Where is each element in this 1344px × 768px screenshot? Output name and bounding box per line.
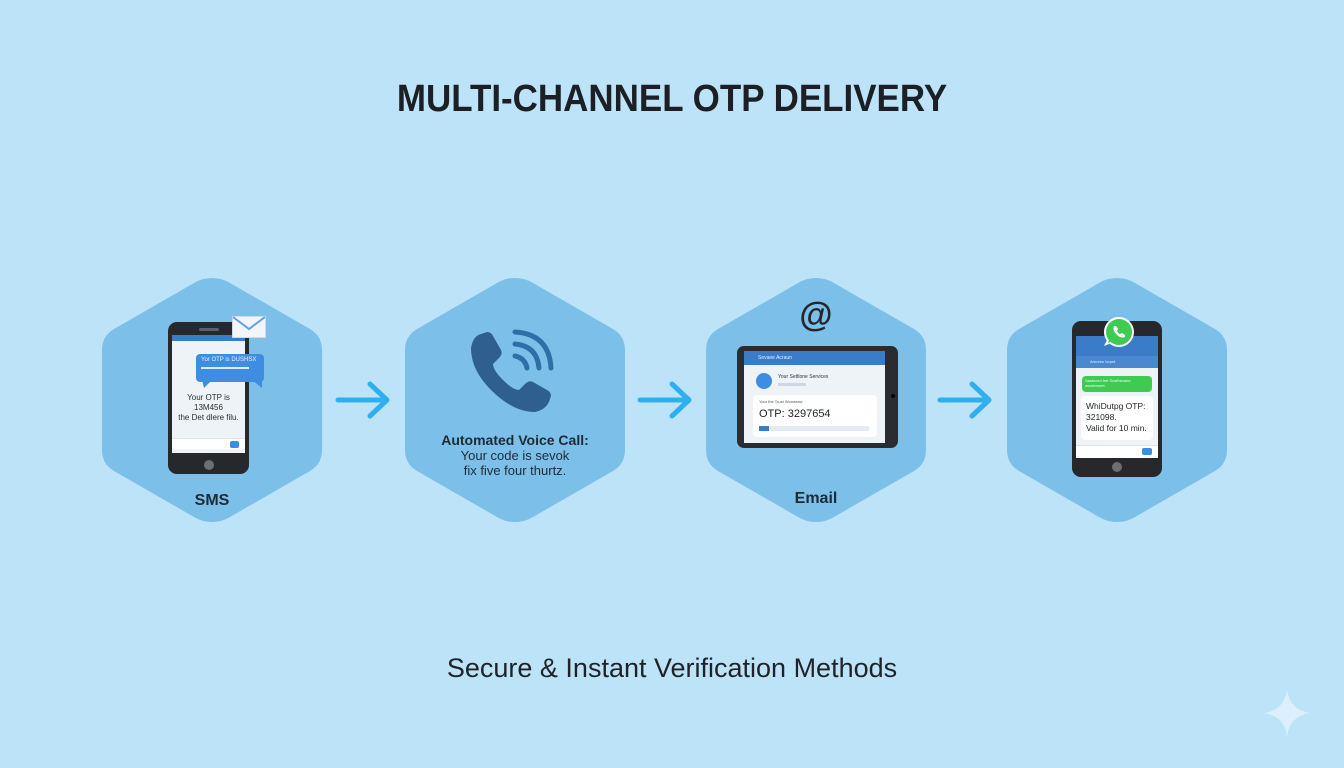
email-header: Sevaee Acraun bbox=[744, 351, 885, 365]
channel-voice: Automated Voice Call: Your code is sevok… bbox=[401, 274, 629, 526]
whatsapp-message-line1: WhiDutpg OTP: bbox=[1086, 401, 1146, 411]
whatsapp-bubble: Sastuced bet Sosfhecane wouterseet bbox=[1082, 376, 1152, 392]
send-button bbox=[230, 441, 239, 448]
message-input bbox=[172, 438, 245, 449]
arrow-right-icon bbox=[335, 381, 390, 419]
sms-bubble: Yor OTP is DUSHSX bbox=[196, 354, 264, 388]
email-sender: Your Settlone Services bbox=[778, 374, 829, 380]
channel-label: Automated Voice Call: bbox=[441, 432, 589, 448]
channel-label: SMS bbox=[194, 492, 230, 509]
voice-message-line2: fix five four thurtz. bbox=[463, 463, 567, 478]
tablet-device: Sevaee Acraun Your Settlone Services You… bbox=[737, 346, 898, 448]
phone-screen: Your OTP is 13M456 the Det dlere filu. bbox=[172, 335, 245, 453]
whatsapp-message-line3: Valid for 10 min. bbox=[1086, 423, 1147, 433]
phone-device: Your OTP is 13M456 the Det dlere filu. bbox=[168, 322, 249, 474]
arrow-right-icon bbox=[637, 381, 692, 419]
whatsapp-message-line2: 321098. bbox=[1086, 412, 1117, 422]
channel-email: @ Sevaee Acraun Your Settlone Services Y… bbox=[702, 274, 930, 526]
otp-card: Your the Trust Wonwraw OTP: 3297654 bbox=[753, 395, 877, 437]
tablet-screen: Sevaee Acraun Your Settlone Services You… bbox=[744, 351, 885, 443]
subtitle: Secure & Instant Verification Methods bbox=[446, 653, 898, 683]
message-input bbox=[1076, 445, 1158, 458]
sms-message-line2: the Det dlere filu. bbox=[178, 413, 239, 422]
channel-whatsapp: Arnoreu lorpst Sastuced bet Sosfhecane w… bbox=[1003, 274, 1231, 526]
envelope-icon bbox=[232, 316, 266, 338]
sender-avatar bbox=[756, 373, 772, 389]
whatsapp-icon bbox=[1104, 317, 1134, 347]
email-otp-code: OTP: 3297654 bbox=[759, 408, 831, 420]
arrow-right-icon bbox=[937, 381, 992, 419]
send-button bbox=[1142, 448, 1152, 455]
phone-call-icon bbox=[471, 329, 554, 412]
chat-header: Arnoreu lorpst bbox=[1076, 356, 1158, 368]
channel-label: Email bbox=[794, 490, 838, 507]
at-sign-icon: @ bbox=[799, 296, 833, 334]
sms-message-line1: Your OTP is 13M456 bbox=[187, 393, 230, 412]
sparkle-icon bbox=[1264, 690, 1310, 736]
voice-message-line1: Your code is sevok bbox=[460, 448, 570, 463]
phone-device: Arnoreu lorpst Sastuced bet Sosfhecane w… bbox=[1072, 321, 1162, 477]
otp-message-card: WhiDutpg OTP: 321098. Valid for 10 min. bbox=[1081, 396, 1153, 440]
channel-sms: Your OTP is 13M456 the Det dlere filu. Y… bbox=[98, 274, 326, 526]
page-title: MULTI-CHANNEL OTP DELIVERY bbox=[396, 78, 948, 120]
phone-screen: Arnoreu lorpst Sastuced bet Sosfhecane w… bbox=[1076, 336, 1158, 458]
